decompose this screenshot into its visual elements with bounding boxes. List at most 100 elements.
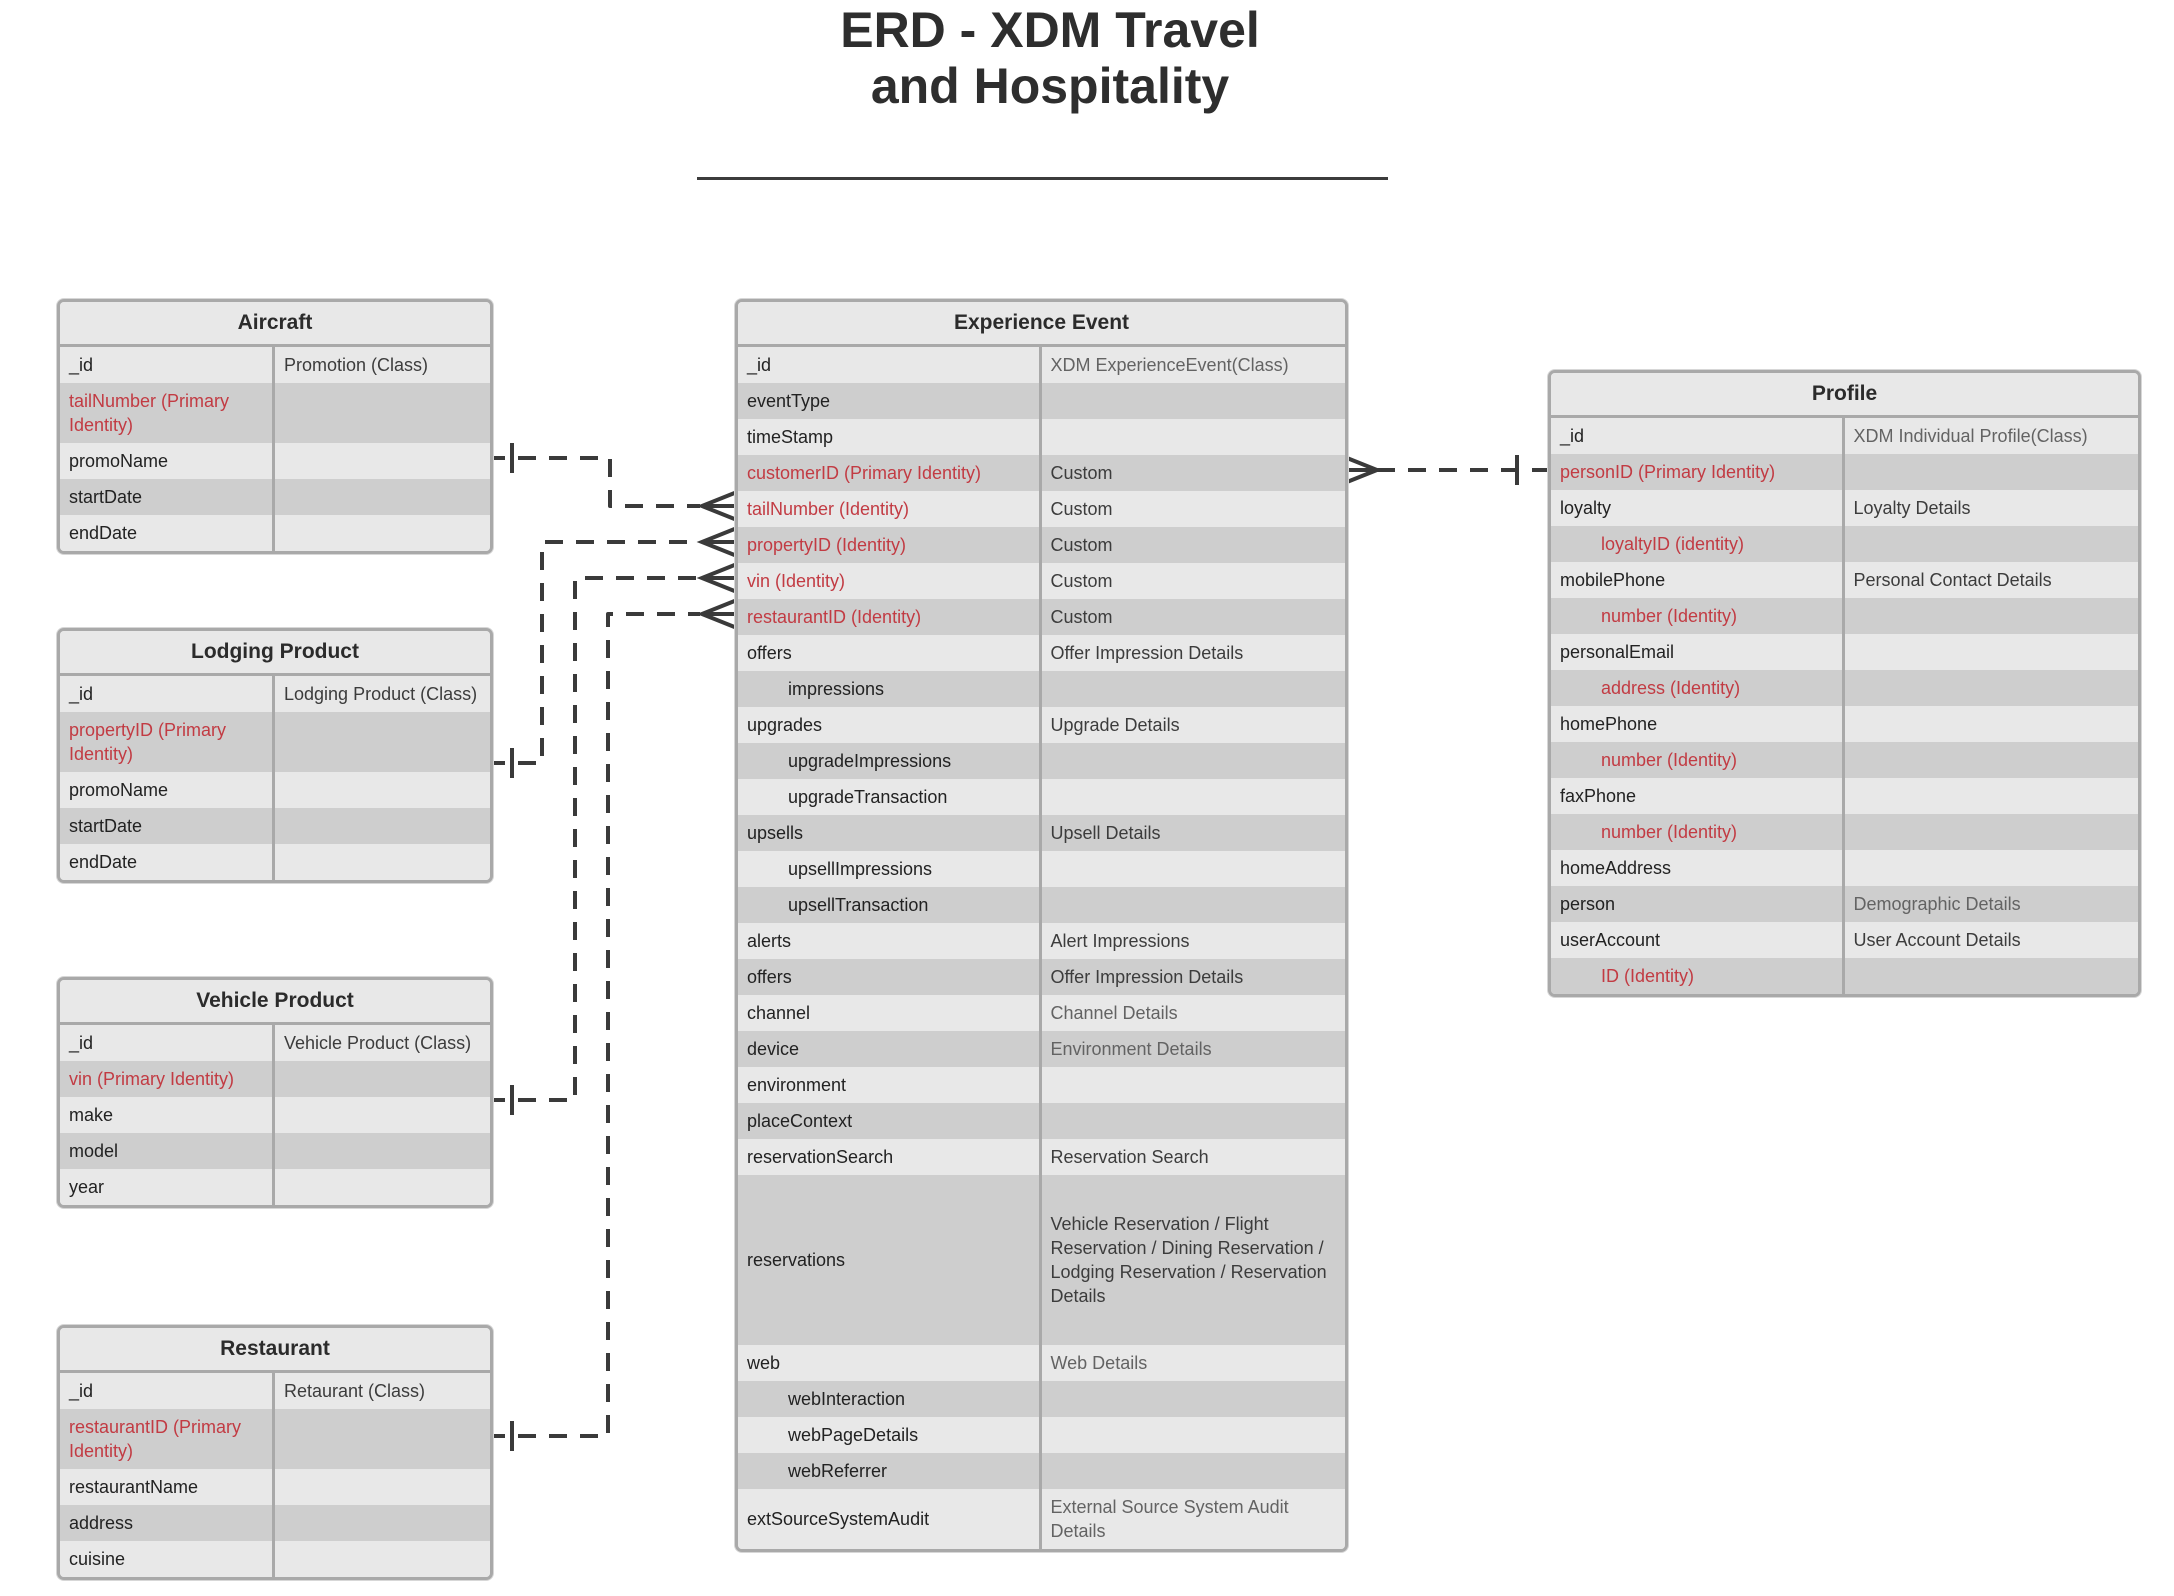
table-row: address (Identity) xyxy=(1551,670,2138,706)
table-row: make xyxy=(60,1097,490,1133)
field-name: upgradeTransaction xyxy=(738,779,1042,815)
table-row: tailNumber (Primary Identity) xyxy=(60,383,490,443)
table-row: homePhone xyxy=(1551,706,2138,742)
field-name: year xyxy=(60,1169,275,1205)
field-name: endDate xyxy=(60,844,275,880)
field-type: Upsell Details xyxy=(1050,823,1161,843)
page-title: ERD - XDM Travel and Hospitality xyxy=(560,2,1540,114)
table-row: promoName xyxy=(60,772,490,808)
table-row: ID (Identity) xyxy=(1551,958,2138,994)
field-name: loyaltyID (identity) xyxy=(1551,526,1845,562)
relationship-line xyxy=(487,540,700,765)
field-name: alerts xyxy=(738,923,1042,959)
table-row: eventType xyxy=(738,383,1345,419)
field-type: Lodging Product (Class) xyxy=(284,684,478,704)
field-name: restaurantID (Primary Identity) xyxy=(60,1409,275,1469)
field-name: upsellTransaction xyxy=(738,887,1042,923)
table-row: impressions xyxy=(738,671,1345,707)
field-type xyxy=(275,479,490,515)
field-type xyxy=(275,1409,490,1469)
many-marker-crows-foot xyxy=(696,562,738,594)
table-row: customerID (Primary Identity) Custom xyxy=(738,455,1345,491)
field-type xyxy=(275,1169,490,1205)
field-type xyxy=(1042,887,1346,923)
field-name: personalEmail xyxy=(1551,634,1845,670)
field-name: make xyxy=(60,1097,275,1133)
field-name: timeStamp xyxy=(738,419,1042,455)
field-name: cuisine xyxy=(60,1541,275,1577)
field-type xyxy=(1042,1381,1346,1417)
table-row: restaurantName xyxy=(60,1469,490,1505)
field-type: Custom xyxy=(1050,463,1113,483)
table-row: propertyID (Primary Identity) xyxy=(60,712,490,772)
field-name: address (Identity) xyxy=(1551,670,1845,706)
field-type xyxy=(1845,742,2139,778)
field-name: promoName xyxy=(60,443,275,479)
table-row: endDate xyxy=(60,844,490,880)
field-name: tailNumber (Identity) xyxy=(738,491,1042,527)
table-row: upsellTransaction xyxy=(738,887,1345,923)
table-title: Lodging Product xyxy=(60,631,490,676)
field-type xyxy=(275,1541,490,1577)
table-row: number (Identity) xyxy=(1551,742,2138,778)
field-name: startDate xyxy=(60,479,275,515)
field-name: customerID (Primary Identity) xyxy=(738,455,1042,491)
table-row: address xyxy=(60,1505,490,1541)
table-row: tailNumber (Identity)Custom xyxy=(738,491,1345,527)
field-name: model xyxy=(60,1133,275,1169)
field-name: personID (Primary Identity) xyxy=(1551,454,1845,490)
field-name: offers xyxy=(738,959,1042,995)
field-name: restaurantName xyxy=(60,1469,275,1505)
field-name: channel xyxy=(738,995,1042,1031)
field-name: homePhone xyxy=(1551,706,1845,742)
field-type: Offer Impression Details xyxy=(1050,643,1244,663)
field-name: mobilePhone xyxy=(1551,562,1845,598)
table-row: restaurantID (Identity)Custom xyxy=(738,599,1345,635)
table-row: number (Identity) xyxy=(1551,814,2138,850)
field-type: External Source System Audit Details xyxy=(1050,1497,1289,1541)
field-type xyxy=(275,515,490,551)
field-type xyxy=(275,1469,490,1505)
table-title: Profile xyxy=(1551,373,2138,418)
field-name: environment xyxy=(738,1067,1042,1103)
field-type xyxy=(1042,1067,1346,1103)
table-row: upgradeImpressions xyxy=(738,743,1345,779)
field-name: number (Identity) xyxy=(1551,742,1845,778)
table-row: personID (Primary Identity) xyxy=(1551,454,2138,490)
many-marker-crows-foot xyxy=(696,598,738,630)
field-type xyxy=(275,383,490,443)
field-type xyxy=(1845,706,2139,742)
field-type xyxy=(1845,850,2139,886)
field-name: vin (Identity) xyxy=(738,563,1042,599)
field-name: web xyxy=(738,1345,1042,1381)
field-type xyxy=(275,1097,490,1133)
table-row: year xyxy=(60,1169,490,1205)
table-row: environment xyxy=(738,1067,1345,1103)
field-type xyxy=(1042,383,1346,419)
field-type xyxy=(1042,743,1346,779)
field-type: Vehicle Reservation / Flight Reservation… xyxy=(1050,1214,1327,1306)
field-type xyxy=(275,844,490,880)
field-type xyxy=(1845,670,2139,706)
table-row: vin (Identity)Custom xyxy=(738,563,1345,599)
field-type xyxy=(275,1133,490,1169)
table-title: Vehicle Product xyxy=(60,980,490,1025)
page-title-line1: ERD - XDM Travel xyxy=(840,2,1260,58)
